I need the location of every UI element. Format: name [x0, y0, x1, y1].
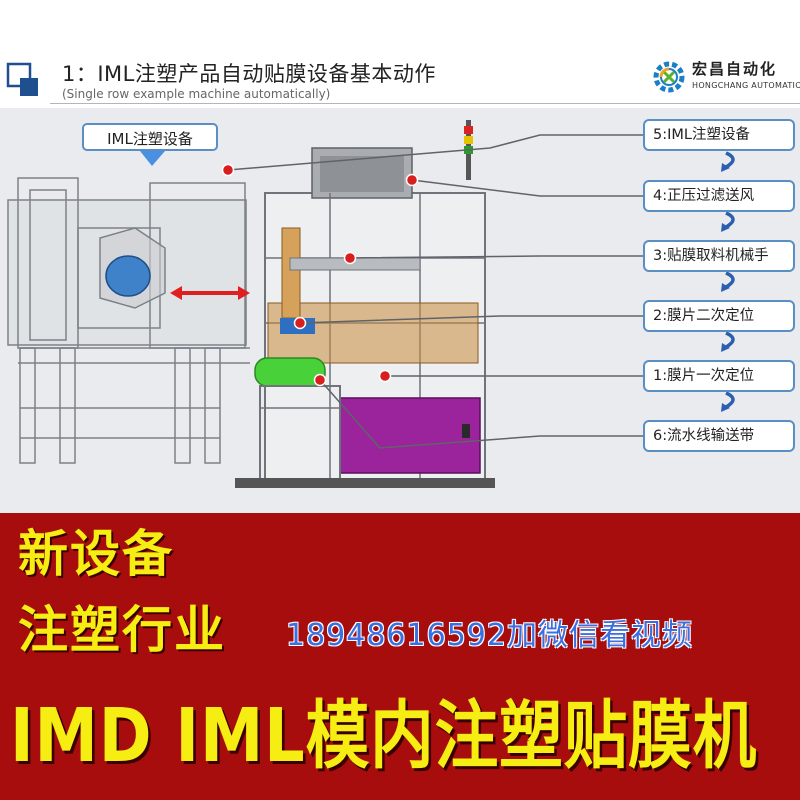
marker-filter — [405, 173, 419, 187]
transfer-arrow-icon — [170, 286, 250, 300]
curved-arrow-icon — [725, 391, 735, 409]
marker-injection — [221, 163, 235, 177]
marker-robot — [343, 251, 357, 265]
step-film-second-positioning: 2:膜片二次定位 — [643, 300, 795, 332]
step-conveyor-belt: 6:流水线输送带 — [643, 420, 795, 452]
slide-subtitle: (Single row example machine automaticall… — [62, 87, 331, 101]
marker-second-positioning — [293, 316, 307, 330]
label-pointer-icon — [140, 151, 165, 166]
curved-arrow-icon — [725, 211, 735, 229]
logo-name-en: HONGCHANG AUTOMATION — [692, 81, 800, 90]
leader-lines — [227, 134, 643, 449]
marker-first-positioning — [378, 369, 392, 383]
banner-new-equipment: 新设备 — [18, 524, 174, 583]
step-film-pick-robot: 3:贴膜取料机械手 — [643, 240, 795, 272]
gear-logo-icon — [653, 61, 685, 93]
point-markers — [221, 163, 419, 387]
curved-arrow-icon — [725, 331, 735, 349]
slide-title: 1：IML注塑产品自动贴膜设备基本动作 — [62, 62, 436, 86]
promo-banner — [0, 513, 800, 800]
logo-name-cn: 宏昌自动化 — [692, 60, 778, 78]
step-injection-machine: 5:IML注塑设备 — [643, 119, 795, 151]
machine-illustration — [7, 120, 735, 488]
company-logo: 宏昌自动化 HONGCHANG AUTOMATION — [648, 58, 800, 102]
laminating-machine-illustration — [235, 120, 495, 488]
banner-product-name: IMD IML模内注塑贴膜机 — [10, 693, 758, 779]
machine-drawing: IML注塑设备 5:IML注塑设备 4:正压过滤送风 3:贴膜取料机械手 2:膜… — [0, 108, 800, 513]
injection-machine-illustration — [7, 177, 250, 464]
step-flow-arrows — [725, 151, 735, 409]
curved-arrow-icon — [725, 271, 735, 289]
step-film-first-positioning: 1:膜片一次定位 — [643, 360, 795, 392]
banner-industry: 注塑行业 — [18, 600, 226, 659]
header-divider — [50, 103, 800, 104]
mold-part-shape — [105, 255, 151, 297]
contact-phone-text: 18948616592加微信看视频 — [286, 618, 693, 653]
injection-machine-label: IML注塑设备 — [82, 123, 218, 151]
slide-bullet-icon — [6, 62, 38, 96]
curved-arrow-icon — [725, 151, 735, 169]
step-filtered-air-supply: 4:正压过滤送风 — [643, 180, 795, 212]
marker-conveyor — [313, 373, 327, 387]
slide-header: 1：IML注塑产品自动贴膜设备基本动作 (Single row example … — [0, 0, 800, 108]
